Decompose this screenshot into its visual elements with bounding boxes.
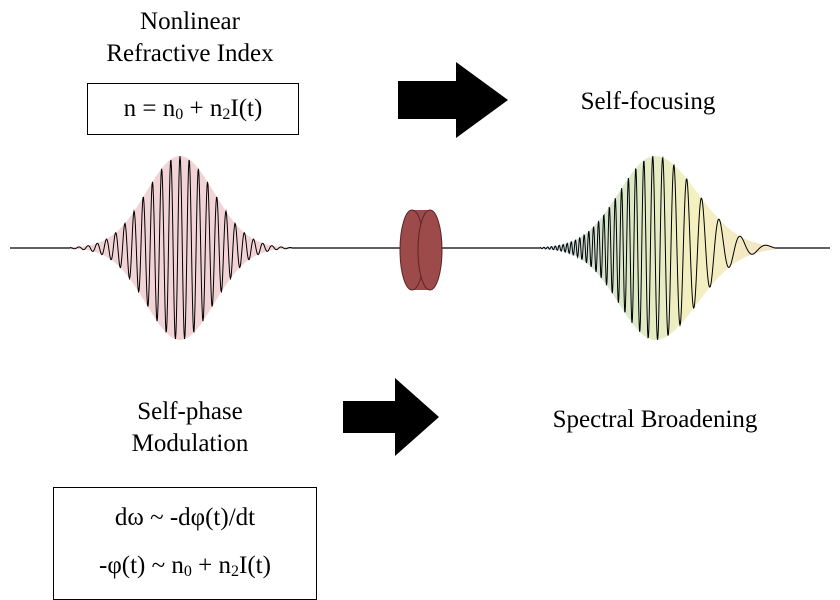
input-pulse-waveform	[69, 155, 293, 340]
output-pulse-waveform	[539, 156, 775, 340]
nonlinear-label: Nonlinear Refractive Index	[60, 6, 320, 70]
frequency-shift-equation: dω ~ -dφ(t)/dt	[114, 504, 256, 531]
spm-equations-box: dω ~ -dφ(t)/dt -φ(t) ~ n0 + n2I(t)	[53, 487, 317, 600]
phase-equation: -φ(t) ~ n0 + n2I(t)	[99, 552, 271, 580]
output-pulse-envelope	[540, 156, 775, 340]
spectral-broadening-label: Spectral Broadening	[552, 406, 758, 433]
arrow-right-icon	[398, 62, 508, 138]
spm-label: Self-phase Modulation	[60, 396, 320, 460]
spm-label-line2: Modulation	[131, 430, 249, 457]
refractive-index-equation-box: n = n0 + n2I(t)	[87, 83, 299, 135]
arrow-right-icon	[343, 378, 439, 456]
self-focusing-label: Self-focusing	[580, 88, 716, 115]
nonlinear-label-line1: Nonlinear	[140, 8, 240, 35]
nonlinear-label-line2: Refractive Index	[106, 40, 274, 67]
nonlinear-crystal-icon	[399, 209, 443, 291]
input-pulse-envelope	[70, 156, 292, 340]
refractive-index-equation: n = n0 + n2I(t)	[123, 95, 263, 123]
spm-label-line1: Self-phase	[137, 398, 243, 425]
